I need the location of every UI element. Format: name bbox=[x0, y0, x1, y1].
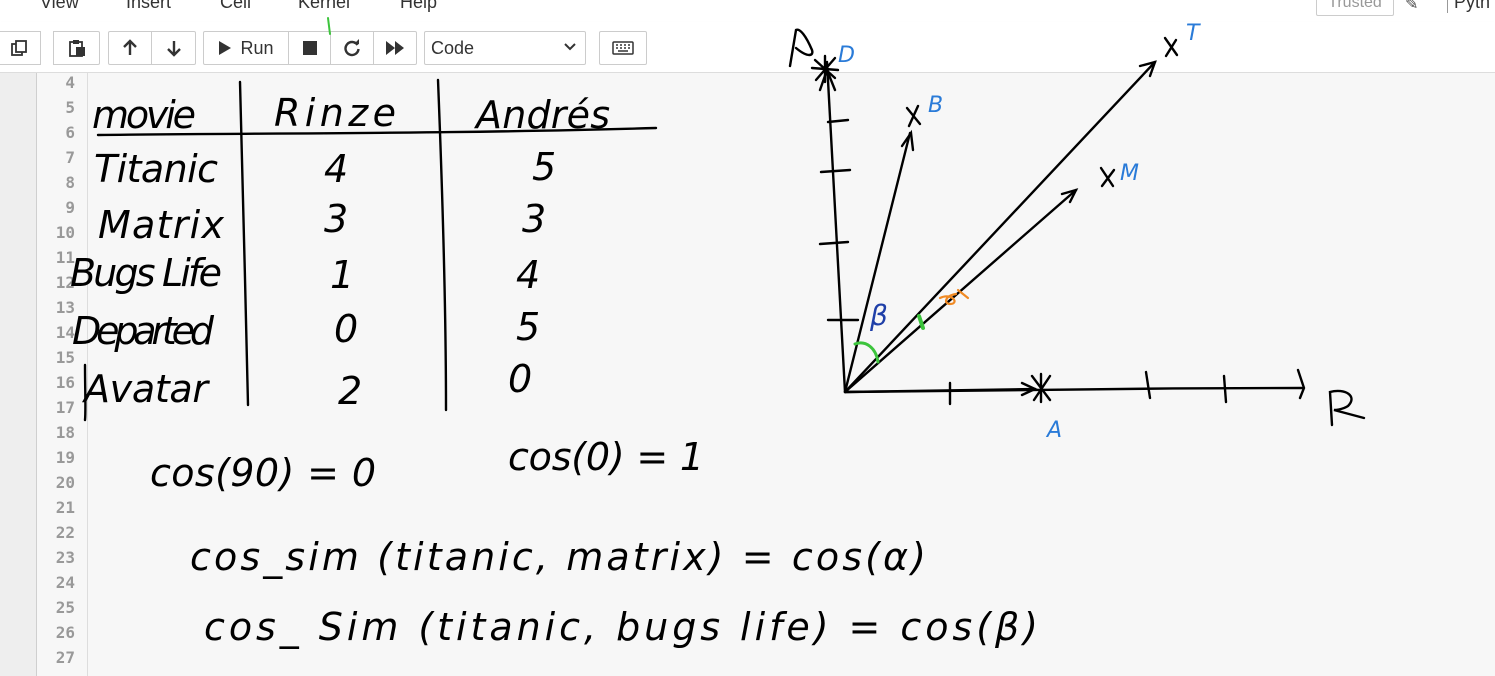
table-header-andres: Andrés bbox=[473, 93, 610, 137]
angle-label-beta: β bbox=[869, 299, 888, 332]
line-number: 21 bbox=[55, 498, 75, 517]
table-row-value: 0 bbox=[334, 307, 358, 351]
line-number: 5 bbox=[65, 98, 75, 117]
table-row-value: 5 bbox=[516, 305, 540, 349]
copy-icon bbox=[10, 40, 27, 56]
keyboard-icon bbox=[612, 41, 634, 55]
menu-view[interactable]: View bbox=[40, 0, 79, 12]
point-label-m: M bbox=[1120, 161, 1139, 186]
line-number: 23 bbox=[55, 548, 75, 567]
kernel-name[interactable]: Pyth bbox=[1447, 0, 1490, 13]
line-number: 12 bbox=[55, 273, 75, 292]
arrow-down-icon bbox=[166, 41, 181, 57]
line-number: 20 bbox=[55, 473, 75, 492]
table-row-value: 4 bbox=[516, 253, 540, 297]
line-number: 27 bbox=[55, 648, 75, 667]
table-row-value: 5 bbox=[532, 145, 556, 189]
line-number: 11 bbox=[55, 248, 75, 267]
interrupt-button[interactable] bbox=[288, 31, 331, 65]
line-number-gutter: 4 5 6 7 8 9 10 11 12 13 14 15 16 17 18 19 20 21 22 23 24 25 26… bbox=[37, 73, 88, 676]
line-number: 15 bbox=[55, 348, 75, 367]
code-cell[interactable] bbox=[36, 73, 1495, 676]
point-label-t: T bbox=[1186, 21, 1201, 46]
paste-icon bbox=[68, 40, 85, 57]
run-button[interactable]: Run bbox=[203, 31, 289, 65]
menu-cell[interactable]: Cell bbox=[220, 0, 252, 12]
play-icon bbox=[219, 41, 232, 55]
trusted-badge[interactable]: Trusted bbox=[1316, 0, 1394, 16]
axis-text-r: R bbox=[1326, 421, 1327, 423]
line-number: 9 bbox=[65, 198, 75, 217]
arrow-up-icon bbox=[123, 39, 137, 55]
line-number: 19 bbox=[55, 448, 75, 467]
line-number: 10 bbox=[55, 223, 75, 242]
equation-cos-0: cos(0) = 1 bbox=[508, 435, 704, 479]
equation-cos-sim-matrix: cos_sim (titanic, matrix) = cos(α) bbox=[190, 535, 926, 579]
table-row-title: Avatar bbox=[81, 367, 210, 411]
run-label: Run bbox=[240, 37, 274, 58]
line-number: 6 bbox=[65, 123, 75, 142]
chevron-down-icon bbox=[563, 32, 577, 74]
table-row-title: Bugs Life bbox=[70, 251, 222, 295]
table-row-value: 2 bbox=[338, 369, 362, 413]
cell-type-value: Code bbox=[431, 38, 475, 58]
point-label-b: B bbox=[928, 93, 943, 118]
line-number: 14 bbox=[55, 323, 75, 342]
table-row-value: 3 bbox=[522, 197, 546, 241]
stop-icon bbox=[302, 41, 317, 55]
table-row-title: Departed bbox=[72, 309, 215, 353]
y-axis-line bbox=[825, 60, 847, 394]
copy-cell-button[interactable] bbox=[0, 31, 41, 65]
table-col-rule-1 bbox=[238, 80, 250, 407]
pencil-icon[interactable]: ✎ bbox=[1405, 0, 1419, 13]
line-number: 13 bbox=[55, 298, 75, 317]
axis-text-a: A bbox=[787, 64, 789, 67]
fast-forward-icon bbox=[386, 41, 404, 55]
line-number: 17 bbox=[55, 398, 75, 417]
equation-cos-90: cos(90) = 0 bbox=[150, 451, 376, 495]
equation-cos-sim-bugs-life: cos_ Sim (titanic, bugs life) = cos(β) bbox=[204, 605, 1038, 649]
move-down-button[interactable] bbox=[151, 31, 196, 65]
table-header-movie: movie bbox=[92, 93, 196, 137]
vector-b-arrow bbox=[843, 131, 912, 394]
table-col-rule-2 bbox=[436, 78, 448, 412]
line-number: 26 bbox=[55, 623, 75, 642]
line-number: 8 bbox=[65, 173, 75, 192]
cell-type-select[interactable]: Code bbox=[424, 31, 586, 65]
vector-t-arrow bbox=[843, 60, 1157, 394]
line-number: 25 bbox=[55, 598, 75, 617]
refresh-icon bbox=[344, 39, 360, 57]
table-header-rule bbox=[96, 126, 658, 137]
move-up-button[interactable] bbox=[108, 31, 152, 65]
table-row-value: 1 bbox=[330, 253, 354, 297]
point-label-a: A bbox=[1045, 418, 1062, 443]
table-row-value: 0 bbox=[508, 357, 532, 401]
command-palette-button[interactable] bbox=[599, 31, 647, 65]
point-label-d: D bbox=[838, 43, 855, 68]
menu-kernel[interactable]: Kernel bbox=[298, 0, 351, 12]
paste-cell-button[interactable] bbox=[53, 31, 100, 65]
line-number: 24 bbox=[55, 573, 75, 592]
line-number: 4 bbox=[65, 73, 75, 92]
toolbar: Run Code bbox=[0, 22, 1495, 73]
table-row-value: 3 bbox=[324, 197, 348, 241]
menu-help[interactable]: Help bbox=[400, 0, 438, 12]
line-number: 16 bbox=[55, 373, 75, 392]
table-header-rinze: Rinze bbox=[274, 91, 396, 135]
axis-label-a bbox=[788, 28, 814, 68]
line-number: 7 bbox=[65, 148, 75, 167]
axis-label-r bbox=[1328, 389, 1366, 427]
menu-insert[interactable]: Insert bbox=[126, 0, 172, 12]
line-number: 22 bbox=[55, 523, 75, 542]
line-number: 18 bbox=[55, 423, 75, 442]
table-row-value: 4 bbox=[324, 147, 348, 191]
table-row-title: Matrix bbox=[98, 203, 225, 247]
vector-a-arrow bbox=[843, 387, 1037, 394]
table-row-title: Titanic bbox=[94, 147, 218, 191]
run-all-button[interactable] bbox=[373, 31, 417, 65]
